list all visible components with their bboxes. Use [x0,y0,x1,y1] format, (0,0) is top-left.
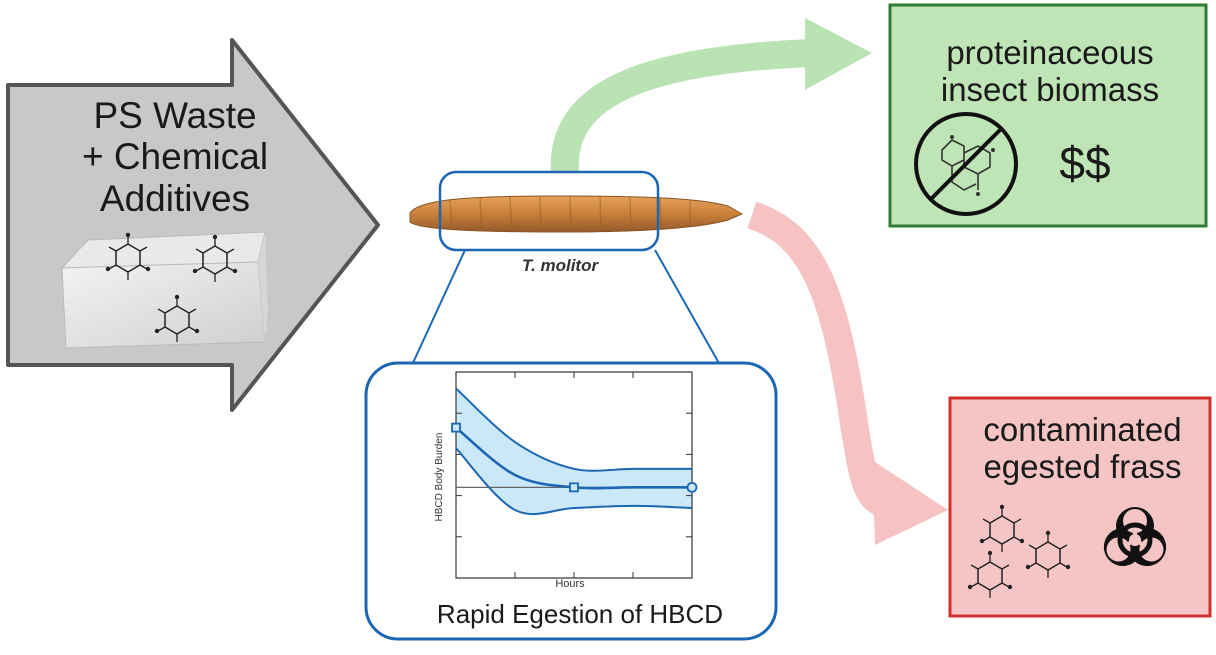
data-point [686,481,698,493]
no-entry-icon [914,112,1018,216]
value-indicator: $$ [1059,137,1111,189]
mealworm-image [409,195,744,233]
chart-caption: Rapid Egestion of HBCD [436,599,724,629]
biomass-arrow-head [805,18,872,90]
biomass-arrow [550,39,813,173]
frass-arrow-head [872,460,948,545]
input-title: PS Waste + Chemical Additives [81,95,269,219]
data-point [451,422,461,433]
frass-title: contaminated egested frass [983,411,1182,485]
data-point [569,482,579,493]
lower-bound-line [455,447,693,516]
hbcd-chart [451,371,698,579]
frass-box [948,396,1212,618]
zoom-box [438,170,660,252]
zoom-line-left [411,249,466,366]
polystyrene-foam-image [60,231,268,349]
zoom-line-right [654,249,721,366]
biohazard-icon [1103,507,1167,566]
frass-arrow [747,201,888,515]
chart-ylabel: HBCD Body Burden [434,432,445,522]
upper-bound-line [455,387,692,472]
confidence-band [456,388,692,515]
biomass-title: proteinaceous insect biomass [940,34,1160,108]
organism-label: T. molitor [521,256,599,275]
chart-xlabel: Hours [555,578,585,590]
